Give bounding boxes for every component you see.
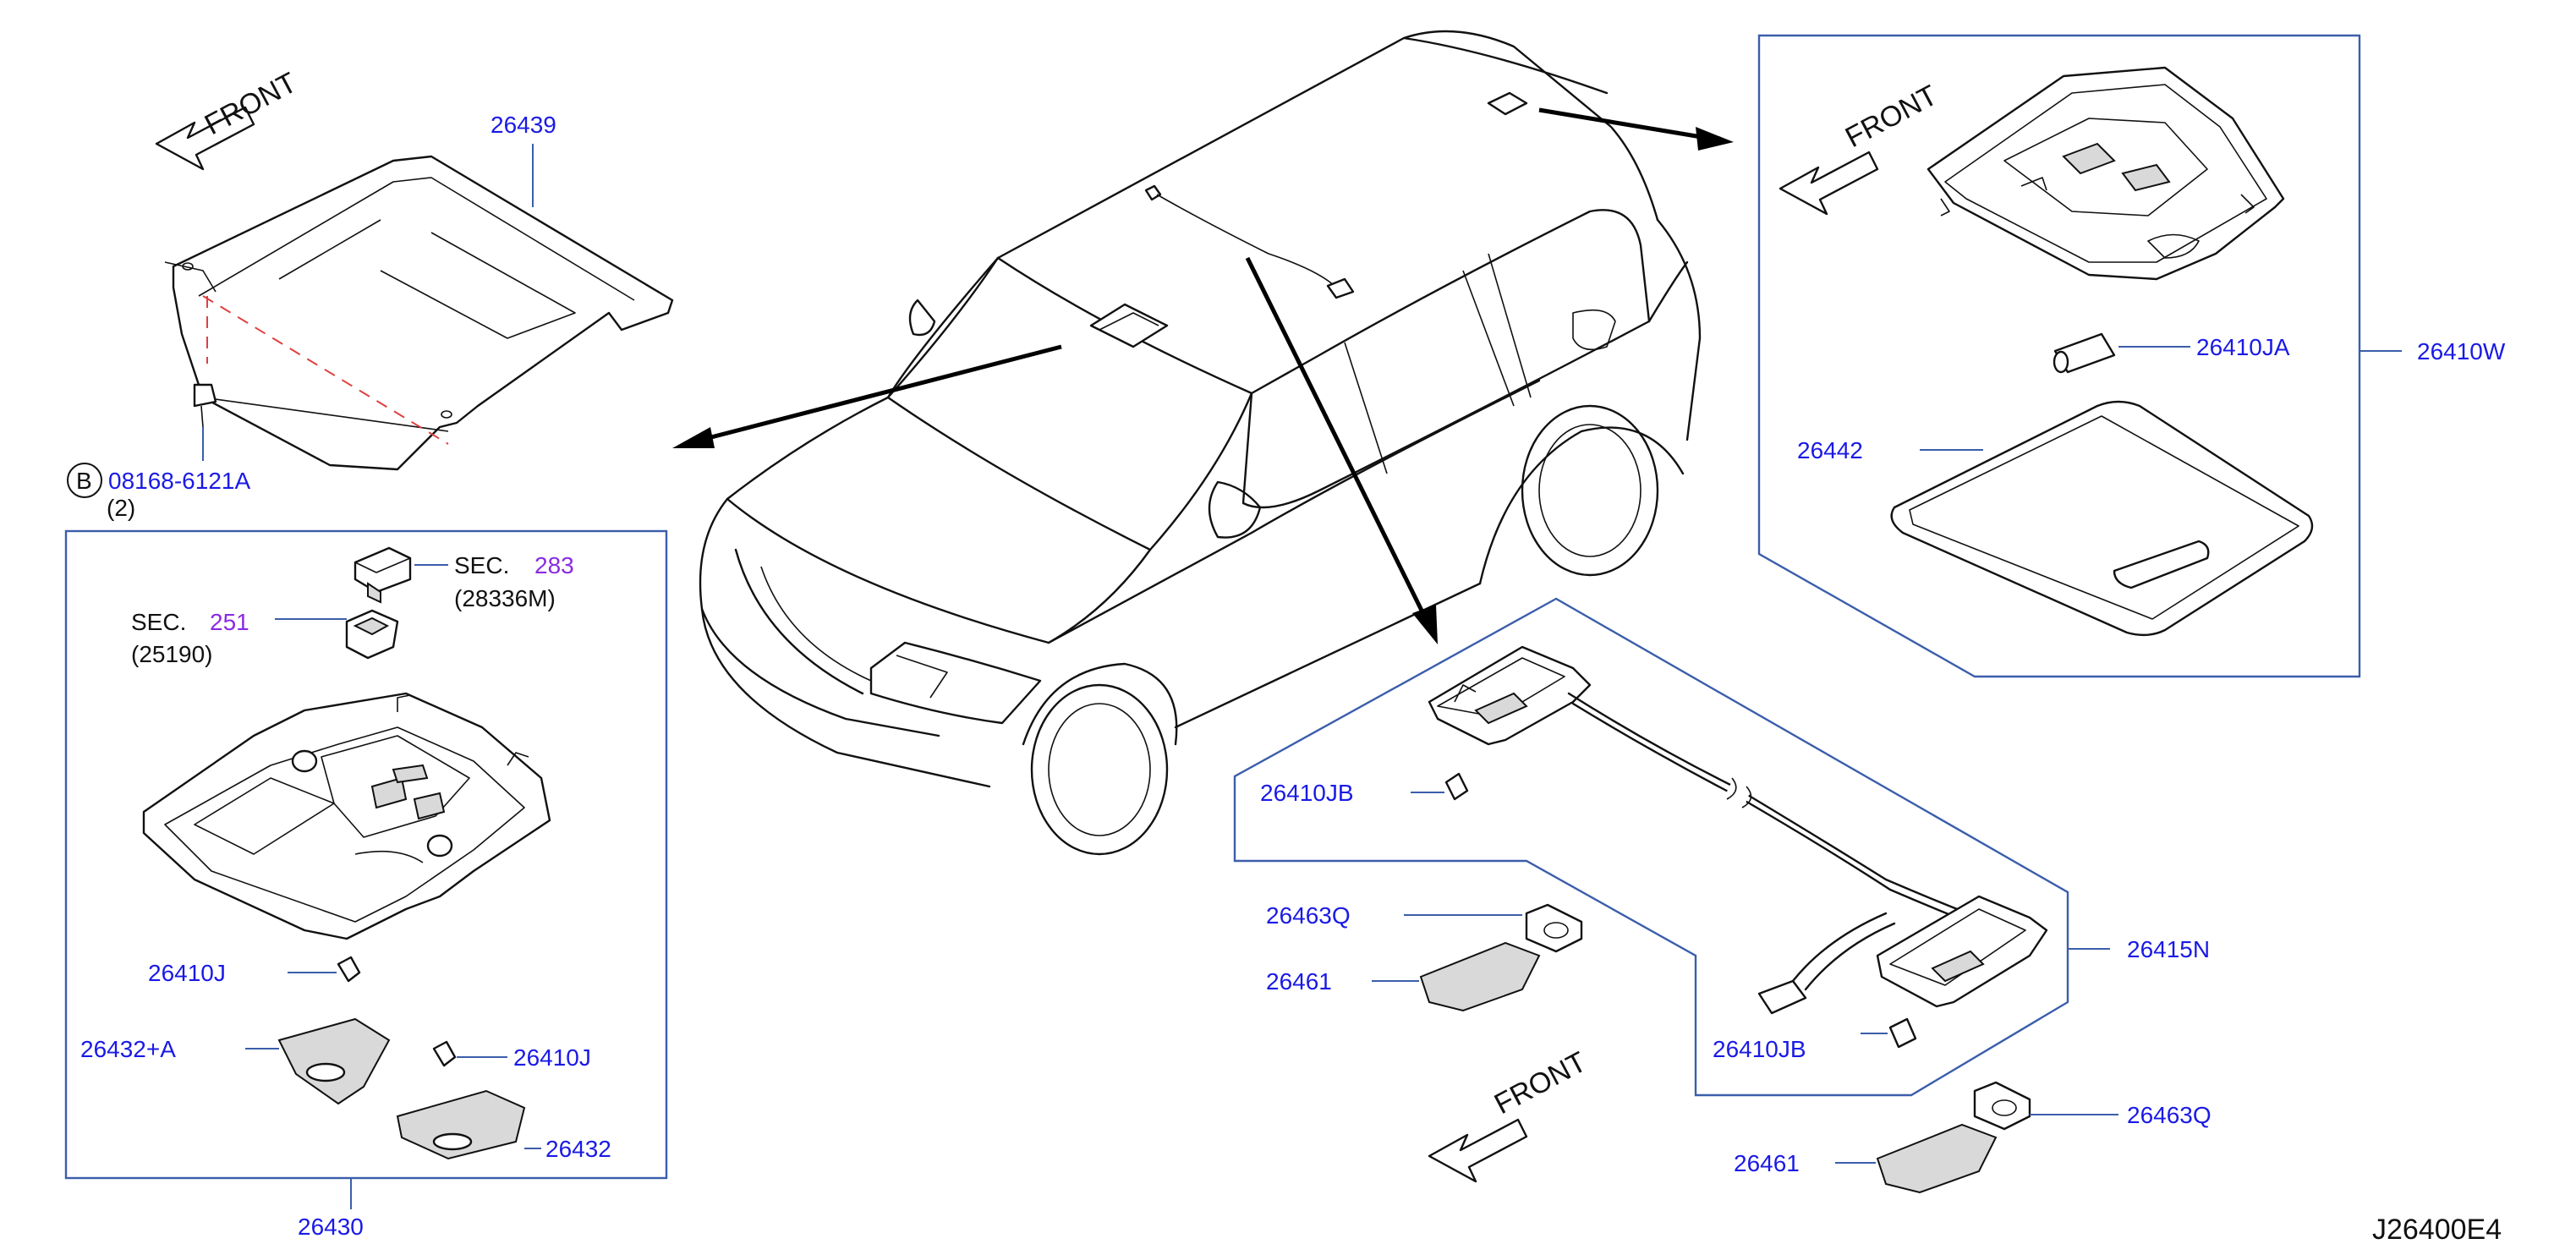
lens-26432A (245, 1017, 391, 1105)
part-label-26410J-a: 26410J (148, 960, 226, 986)
sec-251-prefix: SEC. (131, 609, 186, 635)
clip-26463Q-b (1973, 1081, 2118, 1131)
bulb-26410JA (2053, 332, 2190, 374)
front-label-3: FRONT (1489, 1046, 1592, 1121)
lens-26461-b (1835, 1123, 1998, 1194)
sec-251-number: 251 (210, 609, 249, 635)
clip-26463Q-a (1404, 903, 1583, 953)
sec-283-prefix: SEC. (454, 552, 509, 578)
sec-283-number: 283 (534, 552, 574, 578)
part-label-26461-b: 26461 (1734, 1150, 1800, 1176)
part-label-26410JB-a: 26410JB (1260, 780, 1354, 806)
part-label-26410W: 26410W (2417, 338, 2506, 364)
pointer-arrows (672, 107, 1734, 644)
vehicle-outline (699, 30, 1702, 856)
front-arrow-topright (1779, 151, 1879, 216)
bolt-badge-letter: B (76, 468, 92, 494)
front-label-1: FRONT (200, 67, 302, 142)
lens-26461-a (1372, 941, 1541, 1012)
part-label-26442: 26442 (1797, 437, 1863, 463)
connector-251 (275, 609, 399, 660)
connector-283 (354, 546, 448, 604)
bolt-part-label: 08168-6121A (108, 468, 250, 494)
part-label-26463Q-a: 26463Q (1266, 902, 1351, 929)
harness-26415N (1428, 645, 2048, 1015)
part-label-26463Q-b: 26463Q (2127, 1102, 2212, 1128)
part-label-26410JB-b: 26410JB (1713, 1036, 1806, 1062)
group-box-26410W (1757, 34, 2361, 678)
part-label-26432A: 26432+A (80, 1036, 176, 1062)
part-label-26415N: 26415N (2127, 936, 2210, 962)
part-label-26410J-b: 26410J (513, 1044, 591, 1071)
part-label-26461-a: 26461 (1266, 968, 1332, 995)
bolt-qty-label: (2) (107, 495, 135, 521)
bulb-26410JB-b (1861, 1017, 1917, 1049)
bulb-26410JB-a (1411, 772, 1469, 801)
diagram-code: J26400E4 (2372, 1214, 2502, 1246)
front-arrow-topleft (155, 106, 255, 171)
bolt-badge-ring (67, 463, 102, 498)
front-arrow-bottom (1428, 1118, 1528, 1183)
overhead-console-26430 (142, 692, 551, 940)
part-label-26410JA: 26410JA (2196, 334, 2290, 360)
lens-cover-26442 (1890, 400, 2314, 637)
lens-26432 (396, 1089, 541, 1160)
bulb-26410J-a (288, 956, 361, 983)
sec-283-sub: (28336M) (454, 585, 556, 611)
front-label-2: FRONT (1840, 79, 1943, 155)
bracket-26439 (164, 155, 674, 471)
group-box-26430 (64, 529, 668, 1180)
part-label-26430: 26430 (298, 1214, 364, 1240)
part-label-26432: 26432 (545, 1136, 611, 1162)
map-lamp-housing-26410W (1927, 66, 2285, 281)
sec-251-sub: (25190) (131, 641, 213, 667)
part-label-26439: 26439 (491, 112, 556, 138)
group-box-26415N (1233, 597, 2069, 1097)
bulb-26410J-b (432, 1040, 507, 1067)
